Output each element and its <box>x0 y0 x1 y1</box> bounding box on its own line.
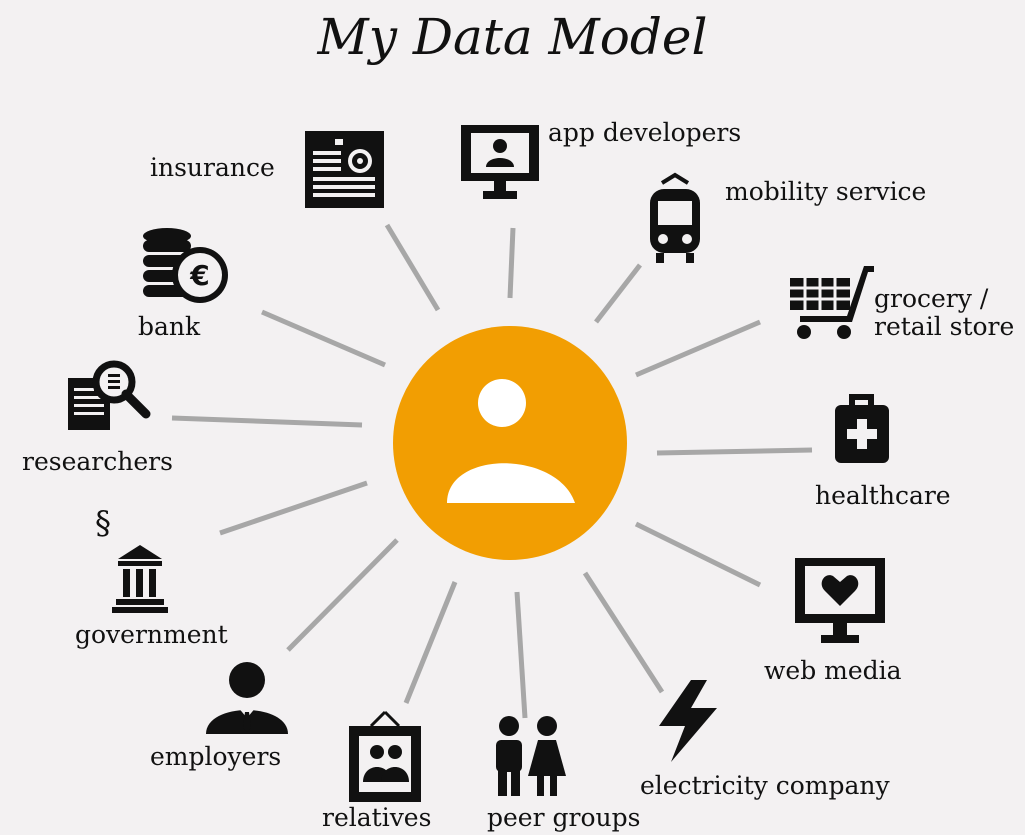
spoke-peer-groups <box>514 591 528 719</box>
label-healthcare: healthcare <box>815 481 951 510</box>
label-relatives: relatives <box>322 803 432 832</box>
spoke-researchers <box>171 415 363 428</box>
svg-text:€: € <box>189 259 209 292</box>
section-sign: § <box>95 504 111 542</box>
label-mobility-service: mobility service <box>725 177 927 206</box>
label-electricity: electricity company <box>640 771 890 800</box>
business-person-icon <box>206 662 288 734</box>
spoke-employers <box>286 538 399 652</box>
center-circle <box>393 326 627 560</box>
medical-kit-icon <box>835 394 889 463</box>
building-law-icon <box>112 545 168 613</box>
couple-icon <box>496 716 566 796</box>
label-government: government <box>75 620 228 649</box>
spokes <box>171 223 813 719</box>
label-peer-groups: peer groups <box>487 803 641 832</box>
spoke-web-media <box>634 521 762 588</box>
spoke-government <box>219 480 368 536</box>
label-web-media: web media <box>764 656 902 685</box>
label-grocery-line1: grocery / <box>874 284 989 313</box>
shopping-cart-icon <box>790 266 874 339</box>
label-grocery: grocery / retail store <box>874 285 1014 341</box>
center-person-node <box>393 326 627 560</box>
label-employers: employers <box>150 742 282 771</box>
spoke-electricity <box>582 571 665 694</box>
spoke-grocery <box>635 319 761 378</box>
family-portrait-icon <box>349 710 421 802</box>
spoke-mobility <box>594 263 642 324</box>
lightning-icon <box>659 680 717 762</box>
person-icon <box>447 379 575 503</box>
label-researchers: researchers <box>22 447 173 476</box>
monitor-heart-icon <box>795 558 885 643</box>
euro-coins-icon: € <box>143 228 228 303</box>
spoke-healthcare <box>656 447 813 456</box>
spoke-app-developers <box>507 227 516 299</box>
label-bank: bank <box>138 312 201 341</box>
insurance-document-icon <box>305 131 384 208</box>
tram-icon <box>650 172 700 263</box>
diagram-title: My Data Model <box>317 8 708 66</box>
document-magnifier-icon <box>68 360 151 430</box>
spoke-relatives <box>403 581 458 704</box>
spoke-bank <box>261 309 386 368</box>
label-app-developers: app developers <box>548 118 742 147</box>
label-grocery-line2: retail store <box>874 312 1015 341</box>
label-insurance: insurance <box>150 153 275 182</box>
monitor-user-icon <box>461 125 539 199</box>
spoke-insurance <box>384 223 441 312</box>
